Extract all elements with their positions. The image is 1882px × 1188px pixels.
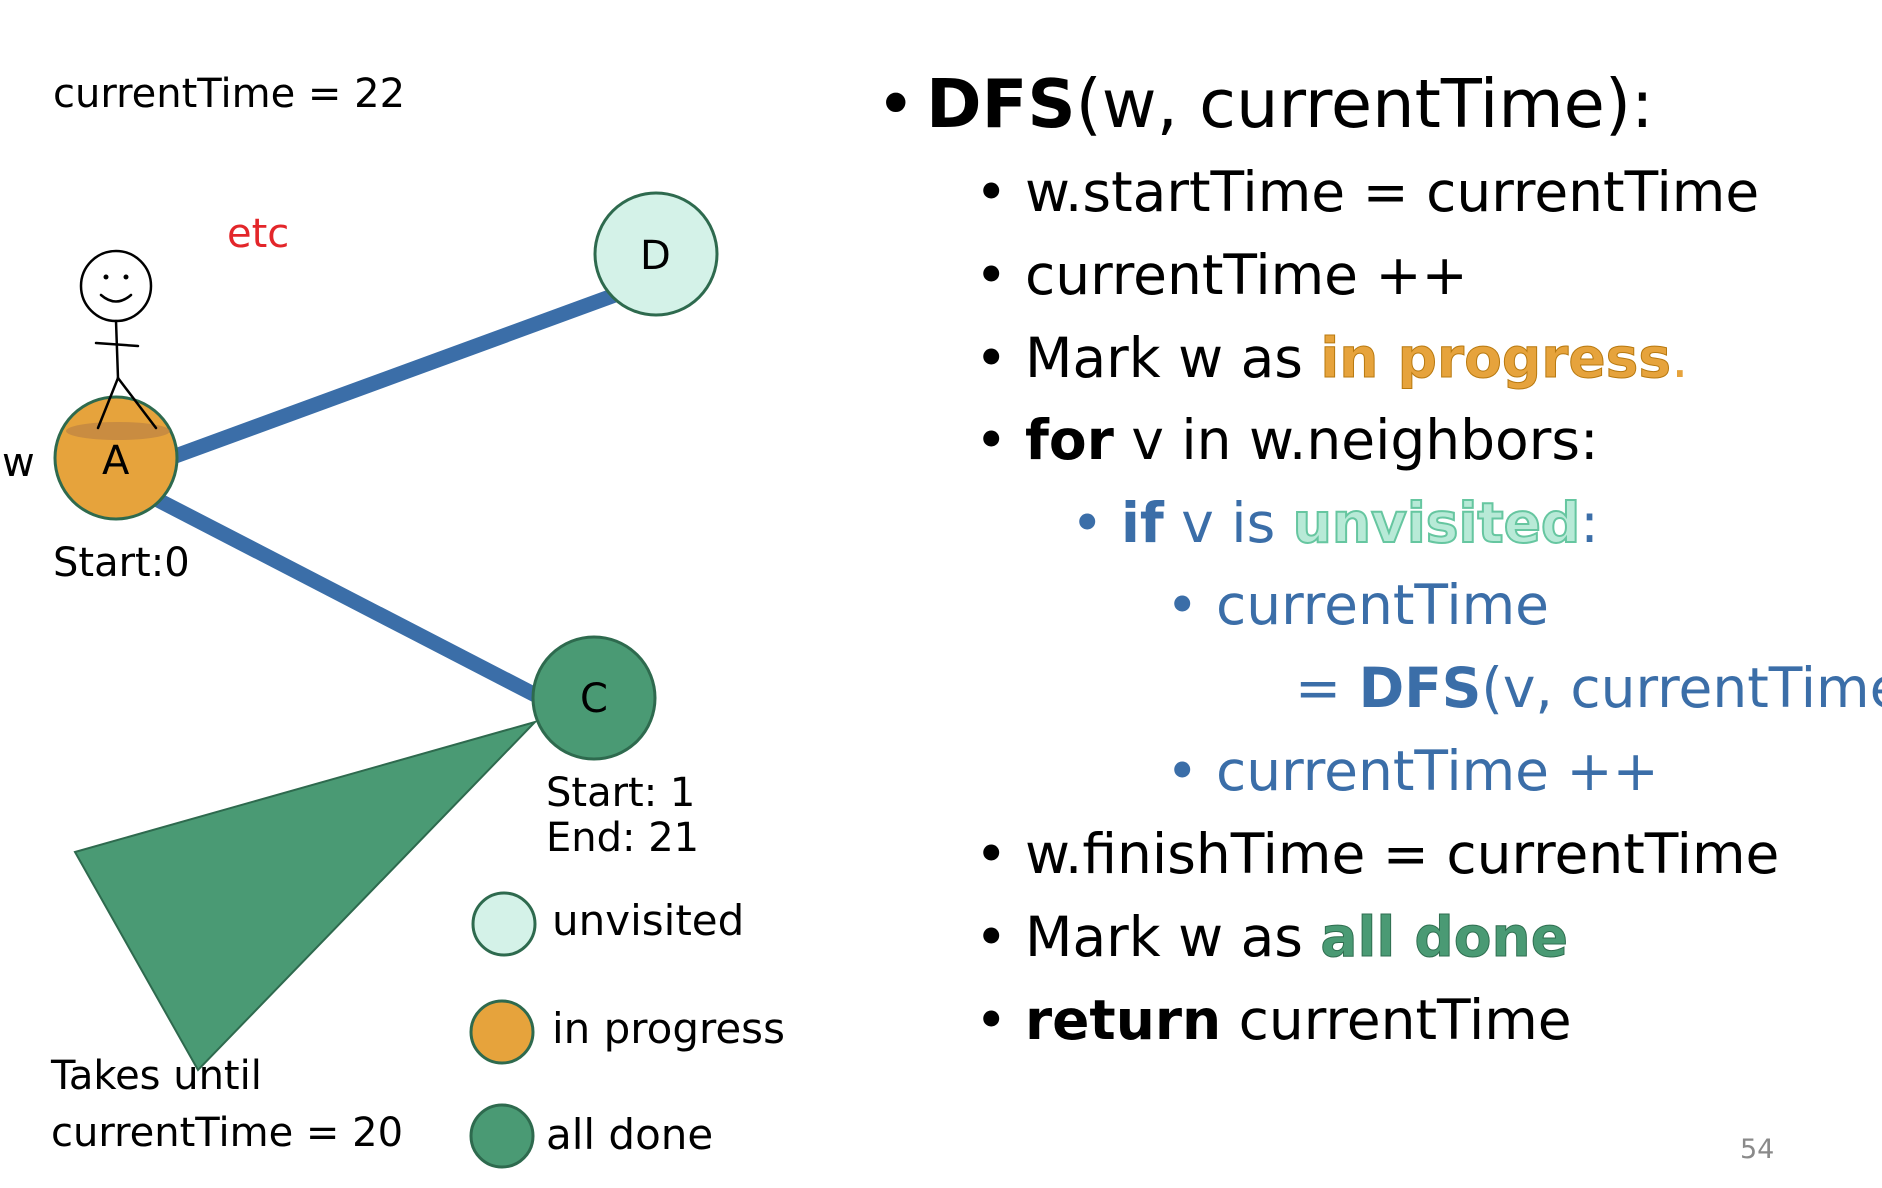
current-time-label: currentTime = 22	[53, 71, 406, 117]
node-d	[593, 191, 719, 317]
code-colon: :	[1580, 491, 1599, 555]
code-line-if-unvisited: • if v is unvisited:	[1071, 491, 1599, 555]
node-d-label: D	[640, 233, 671, 279]
code-text: Mark w as	[1025, 326, 1321, 390]
code-line-start-time: •w.startTime = currentTime	[975, 165, 1759, 220]
stick-figure-icon	[79, 249, 158, 430]
code-text: w.startTime = currentTime	[1025, 160, 1760, 224]
legend-swatch-unvisited	[471, 891, 537, 957]
etc-label: etc	[227, 211, 290, 257]
code-period: .	[1671, 326, 1689, 390]
code-text: v is	[1163, 491, 1293, 555]
bullet: •	[1071, 491, 1104, 555]
node-c-label: C	[580, 676, 608, 722]
bullet: •	[975, 243, 1008, 307]
bullet: •	[975, 988, 1008, 1052]
for-keyword: for	[1025, 408, 1114, 472]
code-line-dfs-recursive-call: = DFS(v, currentTime)	[1295, 661, 1882, 716]
code-text: currentTime	[1216, 573, 1550, 637]
bullet: •	[975, 160, 1008, 224]
unvisited-highlight: unvisited	[1292, 491, 1582, 555]
legend-label-unvisited: unvisited	[552, 896, 745, 945]
smudge	[66, 422, 170, 440]
code-line-increment-2: •currentTime ++	[1166, 744, 1659, 799]
code-title: •DFS(w, currentTime):	[876, 65, 1654, 143]
legend-swatch-all-done	[469, 1103, 535, 1169]
code-line-finish-time: •w.finishTime = currentTime	[975, 827, 1779, 882]
code-text: v in w.neighbors:	[1113, 408, 1599, 472]
dfs-graph-diagram	[53, 191, 719, 1169]
in-progress-highlight: in progress	[1320, 326, 1672, 390]
dfs-recursive-keyword: DFS	[1358, 656, 1482, 720]
edge-a-d	[167, 287, 618, 466]
c-end-label: End: 21	[546, 815, 700, 861]
bullet: •	[1166, 573, 1199, 637]
code-line-for-loop: •for v in w.neighbors:	[975, 413, 1599, 468]
code-text: w.finishTime = currentTime	[1025, 822, 1780, 886]
bullet: •	[975, 822, 1008, 886]
code-line-mark-in-progress: • Mark w as in progress.	[975, 326, 1689, 390]
code-line-increment-1: •currentTime ++	[975, 248, 1468, 303]
code-text: =	[1295, 656, 1359, 720]
code-line-current-time-assign: •currentTime	[1166, 578, 1549, 633]
code-line-mark-all-done: • Mark w as all done	[975, 905, 1569, 969]
all-done-highlight: all done	[1320, 905, 1569, 969]
bullet: •	[975, 408, 1008, 472]
return-keyword: return	[1025, 988, 1222, 1052]
subtree-note-line2: currentTime = 20	[51, 1110, 404, 1156]
dfs-function-name: DFS	[926, 65, 1076, 143]
c-start-label: Start: 1	[546, 770, 696, 816]
bullet: •	[975, 905, 1008, 969]
a-start-label: Start:0	[53, 540, 190, 586]
w-label: w	[2, 440, 35, 486]
legend-swatch-in-progress	[469, 999, 535, 1065]
if-keyword: if	[1121, 491, 1164, 555]
legend-label-all-done: all done	[546, 1110, 714, 1159]
code-text: (v, currentTime)	[1481, 656, 1882, 720]
bullet: •	[975, 326, 1008, 390]
bullet: •	[876, 65, 916, 143]
edge-a-c	[154, 493, 549, 707]
dfs-params: (w, currentTime):	[1075, 65, 1654, 143]
code-text: Mark w as	[1025, 905, 1321, 969]
node-c	[531, 635, 657, 761]
page-number: 54	[1740, 1134, 1775, 1165]
legend-label-in-progress: in progress	[552, 1004, 785, 1053]
code-line-return: •return currentTime	[975, 993, 1572, 1048]
code-text: currentTime	[1221, 988, 1572, 1052]
node-a-label: A	[102, 438, 130, 484]
subtree-note-line1: Takes until	[51, 1053, 262, 1099]
code-text: currentTime ++	[1216, 739, 1659, 803]
bullet: •	[1166, 739, 1199, 803]
code-text: currentTime ++	[1025, 243, 1468, 307]
subtree-triangle	[73, 720, 539, 1072]
